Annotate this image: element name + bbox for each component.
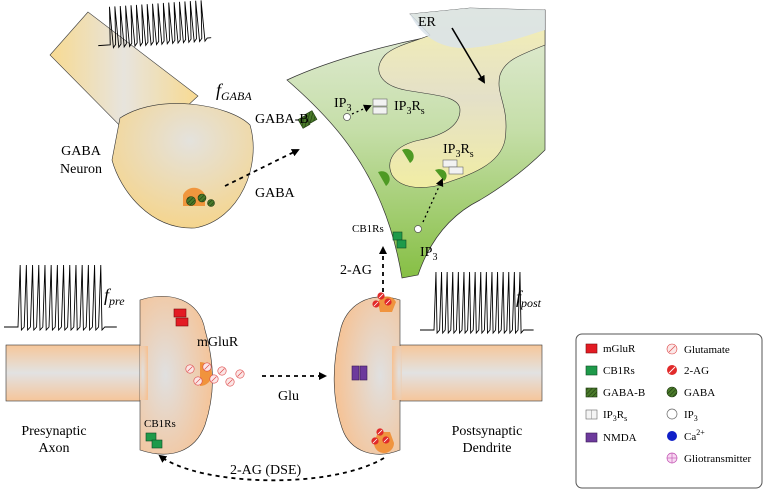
- legend-label-calcium: Ca2+: [684, 428, 705, 443]
- ip3rs-middle-label: IP3Rs: [443, 142, 474, 160]
- ip3-receptor-middle: [442, 159, 464, 175]
- gaba-b-receptor: [297, 110, 318, 129]
- postsynaptic-label-line2: Dendrite: [463, 441, 512, 456]
- nmda-receptor: [351, 365, 360, 381]
- ip3-icon: [666, 408, 678, 420]
- legend-label-mglur: mGluR: [603, 343, 636, 355]
- gaba-arrow: [224, 149, 300, 187]
- legend-label-ip3rs: IP3Rs: [603, 409, 627, 423]
- legend-label-gaba: GABA: [684, 387, 715, 399]
- legend-label-gaba-b: GABA-B: [603, 387, 645, 399]
- gliotransmitter-icon: [666, 452, 678, 464]
- cb1rs-presynaptic-label: CB1Rs: [144, 418, 176, 430]
- gaba-transmitter-label: GABA: [255, 186, 296, 201]
- legend-label-nmda: NMDA: [603, 432, 637, 444]
- dse-label: 2-AG (DSE): [230, 463, 301, 478]
- two-ag-molecules: [371, 292, 392, 445]
- ip3-receptor-top: [372, 98, 388, 115]
- legend: mGluR CB1Rs GABA-B IP3Rs NMDA Glutamate …: [575, 333, 763, 489]
- f-post-label: fpost: [516, 287, 542, 310]
- mglur-label: mGluR: [197, 335, 239, 350]
- calcium-icon: [667, 431, 677, 441]
- gaba-neuron: [49, 11, 254, 229]
- two-ag-up-label: 2-AG: [340, 263, 372, 278]
- legend-label-gliotransmitter: Gliotransmitter: [684, 453, 752, 465]
- gaba-neuron-label-line2: Neuron: [60, 162, 102, 177]
- gaba-release-site: [183, 187, 215, 207]
- presynaptic-label-line2: Axon: [38, 441, 69, 456]
- legend-label-two-ag: 2-AG: [684, 365, 709, 377]
- glu-label: Glu: [278, 389, 299, 404]
- f-pre-label: fpre: [104, 285, 125, 308]
- gaba-spike-train: [98, 0, 212, 49]
- postsynaptic-dendrite: [333, 296, 543, 455]
- mglur-receptor: [173, 308, 187, 318]
- nmda-icon: [585, 432, 598, 443]
- postsynaptic-label-line1: Postsynaptic: [452, 424, 523, 439]
- mglur-icon: [585, 343, 598, 354]
- gaba-b-icon: [585, 387, 598, 398]
- ip3rs-icon: [585, 409, 598, 420]
- legend-label-ip3: IP3: [684, 409, 698, 423]
- presynaptic-spike-train: [4, 264, 117, 332]
- legend-label-cb1rs: CB1Rs: [603, 365, 635, 377]
- cb1rs-astrocyte: [392, 231, 407, 249]
- endoplasmic-reticulum: [378, 7, 546, 188]
- cb1rs-astrocyte-label: CB1Rs: [352, 223, 384, 235]
- cb1rs-presynaptic: [145, 432, 157, 442]
- er-pointer-arrow: [451, 27, 486, 84]
- two-ag-icon: [667, 365, 677, 375]
- gaba-icon: [666, 386, 678, 398]
- ip3-molecule: [343, 113, 351, 121]
- legend-label-glutamate: Glutamate: [684, 344, 730, 356]
- dse-arrow: [158, 454, 385, 482]
- postsynaptic-spike-train: [420, 271, 534, 335]
- ip3-top-label: IP3: [334, 96, 351, 114]
- arrows: [158, 149, 387, 482]
- presynaptic-label-line1: Presynaptic: [21, 424, 86, 439]
- gaba-neuron-label-line1: GABA: [61, 144, 102, 159]
- f-gaba-label: fGABA: [216, 80, 252, 103]
- er-label: ER: [418, 15, 437, 30]
- glutamate-molecules: [185, 362, 245, 387]
- cb1rs-icon: [585, 365, 598, 376]
- presynaptic-axon: [5, 296, 213, 455]
- ip3-arrows: [351, 104, 444, 223]
- ip3-molecule: [414, 225, 422, 233]
- ip3rs-top-label: IP3Rs: [394, 99, 425, 117]
- ip3-low-label: IP3: [420, 245, 437, 263]
- glutamate-icon: [666, 343, 678, 355]
- gaba-b-label: GABA-B: [255, 112, 309, 127]
- astrocyte: [286, 7, 546, 279]
